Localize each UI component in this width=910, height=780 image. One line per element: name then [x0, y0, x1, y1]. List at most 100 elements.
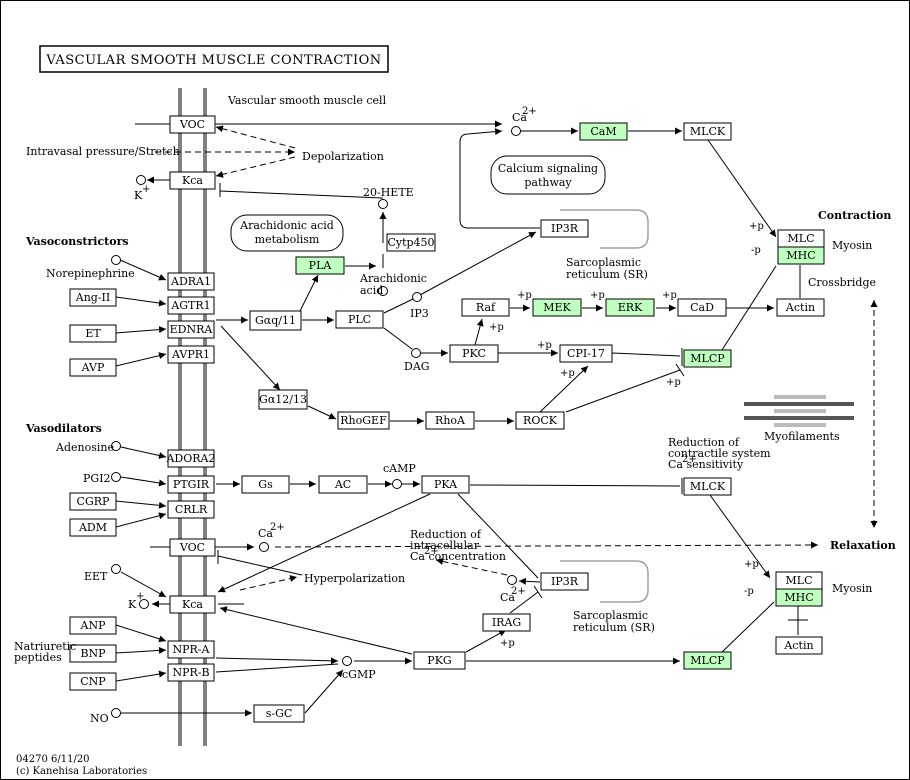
svg-text:MLCK: MLCK [690, 480, 726, 493]
ligand-anp[interactable]: ANP [69, 616, 117, 635]
gene-erk[interactable]: ERK [605, 298, 655, 317]
label-ca-1-sup: 2+ [522, 106, 537, 117]
pathway-title: VASCULAR SMOOTH MUSCLE CONTRACTION [45, 53, 381, 68]
gene-crlr[interactable]: CRLR [167, 500, 215, 519]
ligand-ang-ii[interactable]: Ang-II [69, 288, 117, 307]
ligand-cgrp[interactable]: CGRP [69, 492, 117, 511]
gene-cam[interactable]: CaM [579, 122, 628, 141]
label-stretch: Intravasal pressure/Stretch [26, 145, 180, 158]
label-relaxation: Relaxation [830, 539, 896, 552]
svg-text:IRAG: IRAG [492, 616, 521, 629]
svg-text:MLCK: MLCK [690, 125, 726, 138]
footer-line-1: 04270 6/11/20 [16, 754, 90, 765]
svg-text:Gα12/13: Gα12/13 [259, 393, 307, 406]
gene-plc[interactable]: PLC [335, 310, 384, 329]
label-p-raf: +p [517, 290, 532, 301]
svg-text:RhoGEF: RhoGEF [340, 414, 387, 427]
gene-ednra[interactable]: EDNRA [167, 320, 215, 339]
gene-pkc[interactable]: PKC [449, 344, 499, 363]
gene-rock[interactable]: ROCK [515, 411, 565, 430]
footer-line-2: (c) Kanehisa Laboratories [16, 766, 147, 777]
svg-text:Kca: Kca [182, 598, 203, 611]
connections [115, 120, 878, 717]
map-arachidonic-acid-metabolism[interactable]: Arachidonic acid metabolism [230, 214, 344, 252]
gene-ip3r-1[interactable]: IP3R [540, 219, 589, 238]
ligand-cnp[interactable]: CNP [69, 672, 117, 691]
gene-ptgir[interactable]: PTGIR [167, 475, 215, 494]
gene-pkg[interactable]: PKG [413, 651, 466, 670]
svg-text:CRLR: CRLR [175, 503, 208, 516]
svg-text:MLC: MLC [788, 232, 815, 245]
label-p-mlcp: +p [666, 377, 681, 388]
gene-mlck-1[interactable]: MLCK [683, 122, 732, 141]
svg-text:NPR-A: NPR-A [173, 643, 211, 656]
gene-pla[interactable]: PLA [295, 256, 345, 275]
svg-text:VOC: VOC [179, 541, 205, 554]
svg-text:CaD: CaD [690, 301, 714, 314]
ligand-bnp[interactable]: BNP [69, 644, 117, 663]
gene-kca-1[interactable]: Kca [169, 171, 216, 190]
title-frame [39, 45, 389, 73]
gene-rhogef[interactable]: RhoGEF [337, 411, 390, 430]
svg-text:EDNRA: EDNRA [170, 323, 214, 336]
map-calcium-signaling-pathway[interactable]: Calcium signaling pathway [490, 155, 606, 195]
gene-pka[interactable]: PKA [421, 475, 470, 494]
gene-raf[interactable]: Raf [461, 298, 510, 317]
gene-mlc-1[interactable]: MLC [777, 229, 825, 248]
gene-adora2[interactable]: ADORA2 [165, 449, 216, 468]
gene-npr-a[interactable]: NPR-A [167, 640, 215, 659]
gene-voc-2[interactable]: VOC [169, 538, 216, 557]
label-myofilaments: Myofilaments [764, 430, 840, 443]
label-norepinephrine: Norepinephrine [46, 267, 135, 280]
gene-actin-1[interactable]: Actin [776, 298, 825, 317]
gene-gq11[interactable]: Gαq/11 [249, 310, 302, 331]
svg-text:s-GC: s-GC [266, 707, 293, 720]
gene-mlck-2[interactable]: MLCK [683, 477, 732, 496]
gene-adra1[interactable]: ADRA1 [167, 272, 215, 291]
gene-cpi17[interactable]: CPI-17 [559, 344, 613, 363]
gene-irag[interactable]: IRAG [482, 613, 531, 632]
svg-text:MHC: MHC [784, 591, 813, 604]
svg-text:MEK: MEK [543, 301, 571, 314]
gene-ac[interactable]: AC [318, 475, 368, 494]
label-reduction-1c-sup: 2+ [682, 454, 697, 465]
gene-g1213[interactable]: Gα12/13 [258, 389, 308, 410]
label-cell: Vascular smooth muscle cell [227, 94, 387, 107]
label-vasodilators: Vasodilators [25, 422, 102, 435]
ligand-et[interactable]: ET [69, 324, 117, 343]
gene-voc-1[interactable]: VOC [169, 115, 216, 134]
gene-agtr1[interactable]: AGTR1 [167, 296, 215, 315]
gene-mhc-2[interactable]: MHC [775, 588, 823, 607]
label-reduction-1b: contractile system [668, 447, 771, 460]
gene-kca-2[interactable]: Kca [169, 595, 216, 614]
gene-avpr1[interactable]: AVPR1 [167, 345, 215, 364]
label-hyperpolarization: Hyperpolarization [304, 572, 405, 585]
label-cgmp: cGMP [342, 668, 376, 681]
gene-mhc-1[interactable]: MHC [777, 246, 825, 265]
gene-npr-b[interactable]: NPR-B [167, 663, 215, 682]
svg-text:CaM: CaM [590, 125, 616, 138]
label-pgi2: PGI2 [83, 472, 111, 485]
gene-mek[interactable]: MEK [532, 298, 582, 317]
svg-text:ET: ET [85, 327, 101, 340]
gene-ip3r-2[interactable]: IP3R [540, 572, 589, 591]
gene-rhoa[interactable]: RhoA [425, 411, 475, 430]
label-p-raf-2: +p [489, 322, 504, 333]
gene-cytp450[interactable]: Cytp450 [386, 233, 436, 252]
svg-text:AVP: AVP [81, 361, 105, 374]
gene-cad[interactable]: CaD [677, 298, 727, 317]
sarcoplasmic-reticulum-shape-1 [560, 209, 649, 249]
gene-gs[interactable]: Gs [241, 475, 290, 494]
ligand-avp[interactable]: AVP [69, 358, 117, 377]
gene-mlcp-1[interactable]: MLCP [683, 349, 732, 368]
gene-s-gc[interactable]: s-GC [253, 704, 305, 723]
label-reduction-1a: Reduction of [668, 436, 740, 449]
gene-mlcp-2[interactable]: MLCP [683, 651, 732, 670]
ligand-adm[interactable]: ADM [69, 518, 117, 537]
gene-actin-2[interactable]: Actin [775, 636, 823, 655]
label-p-irag: +p [500, 638, 515, 649]
svg-text:AGTR1: AGTR1 [170, 299, 210, 312]
label-p-cad: +p [662, 290, 677, 301]
gene-mlc-2[interactable]: MLC [775, 571, 823, 590]
